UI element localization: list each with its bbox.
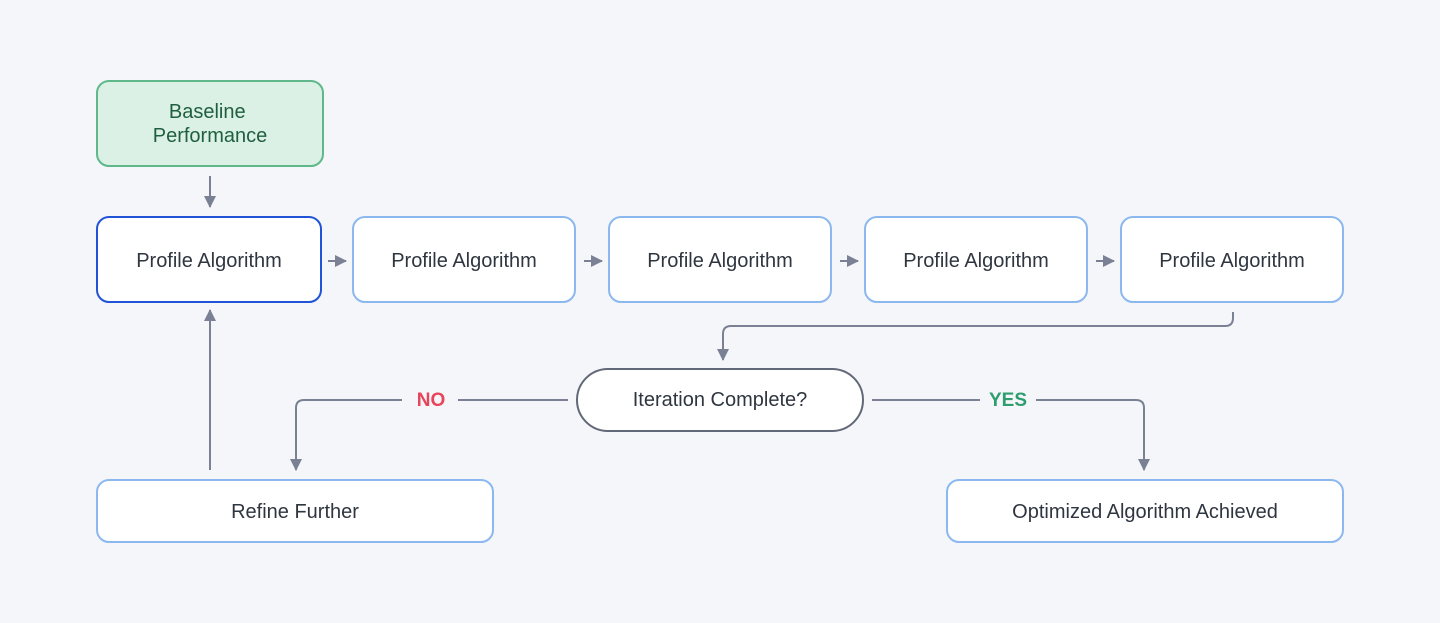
baseline-label-line-2: Performance: [153, 125, 268, 147]
baseline-node[interactable]: Baseline Performance: [96, 80, 324, 167]
yes-label: YES: [989, 390, 1027, 411]
no-label-background: [402, 386, 458, 414]
result-node[interactable]: Optimized Algorithm Achieved: [946, 479, 1344, 543]
yes-label-background: [980, 386, 1036, 414]
profile-step-5[interactable]: Profile Algorithm: [1120, 216, 1344, 303]
edge-step5-to-decision: [717, 312, 1234, 361]
no-label: NO: [417, 390, 446, 411]
edge-decision-yes-to-result: [872, 399, 1150, 471]
decision-label: Iteration Complete?: [633, 389, 808, 411]
profile-step-1-label: Profile Algorithm: [136, 250, 282, 272]
profile-step-4-label: Profile Algorithm: [903, 250, 1049, 272]
profile-step-3-label: Profile Algorithm: [647, 250, 793, 272]
profile-step-4[interactable]: Profile Algorithm: [864, 216, 1088, 303]
profile-step-1[interactable]: Profile Algorithm: [96, 216, 322, 303]
baseline-label: Baseline Performance: [153, 101, 268, 147]
decision-node[interactable]: Iteration Complete?: [576, 368, 864, 432]
baseline-label-line-1: Baseline: [169, 101, 246, 123]
edge-decision-no-to-refine: [290, 399, 568, 471]
refine-label: Refine Further: [231, 501, 359, 523]
profile-step-3[interactable]: Profile Algorithm: [608, 216, 832, 303]
profile-step-2-label: Profile Algorithm: [391, 250, 537, 272]
result-label: Optimized Algorithm Achieved: [1012, 501, 1278, 523]
profile-step-5-label: Profile Algorithm: [1159, 250, 1305, 272]
refine-node[interactable]: Refine Further: [96, 479, 494, 543]
profile-step-2[interactable]: Profile Algorithm: [352, 216, 576, 303]
